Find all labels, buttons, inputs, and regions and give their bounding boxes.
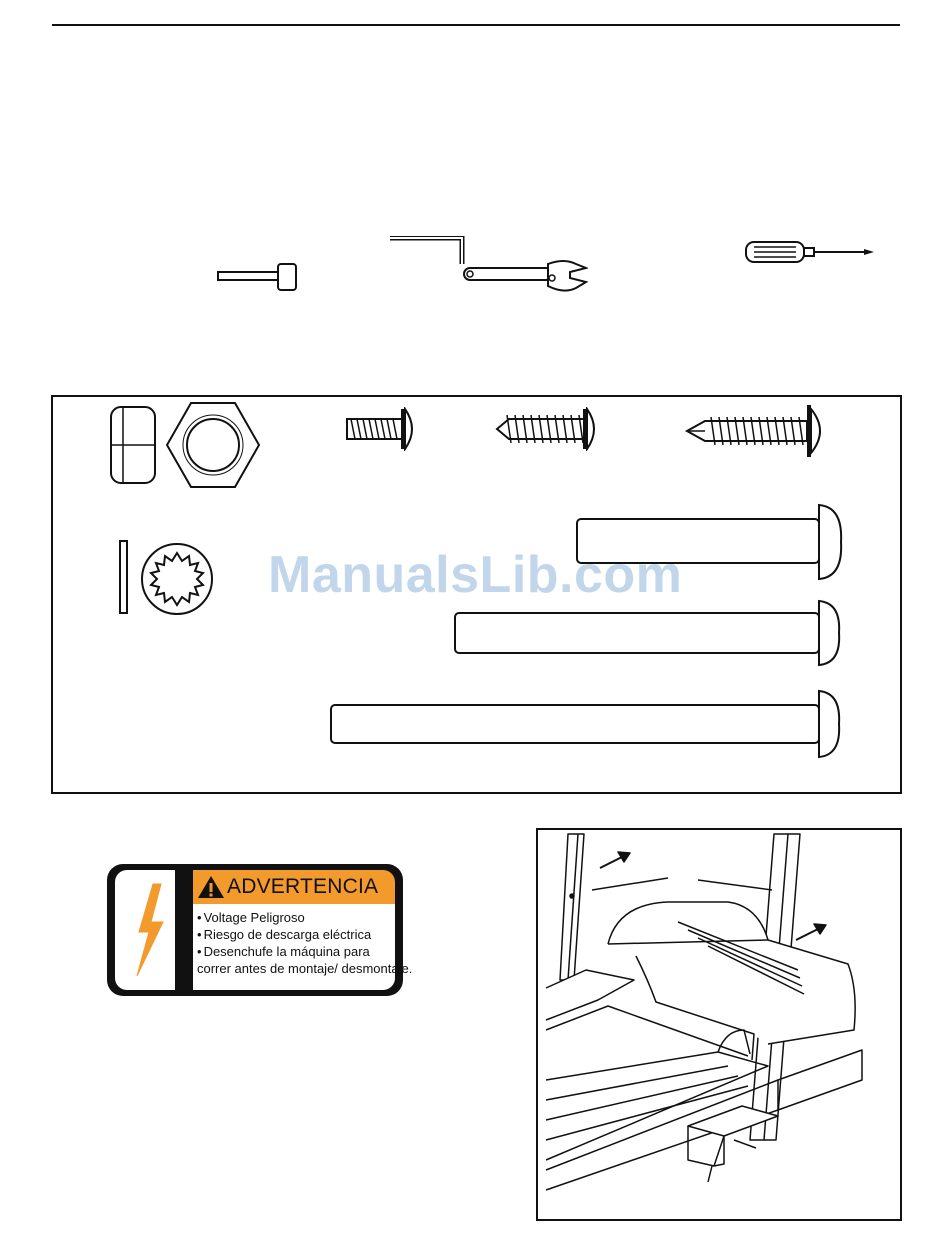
nut-side-icon	[109, 405, 157, 485]
hex-key-icon	[388, 236, 468, 266]
lightning-bolt-icon	[115, 870, 175, 990]
warning-title: ADVERTENCIA	[227, 875, 378, 899]
warning-decal-left-panel	[115, 870, 175, 990]
self-drilling-screw-icon	[683, 401, 833, 461]
warning-decal: ADVERTENCIA Voltage Peligroso Riesgo de …	[107, 864, 403, 996]
wrench-icon	[460, 258, 588, 294]
warning-text: Voltage Peligroso Riesgo de descarga elé…	[193, 904, 395, 990]
warning-triangle-icon	[197, 874, 225, 900]
bolt-long-icon	[327, 687, 843, 761]
star-washer-icon	[139, 541, 215, 617]
machine-screw-icon	[343, 407, 419, 451]
top-rule	[52, 24, 900, 26]
lock-washer-side-icon	[117, 539, 131, 615]
warning-decal-header: ADVERTENCIA	[193, 870, 395, 904]
warning-line: correr antes de montaje/ desmontaje.	[197, 960, 395, 977]
sheet-metal-screw-icon	[493, 407, 603, 451]
bolt-medium-icon	[451, 597, 843, 669]
nut-front-icon	[165, 401, 261, 489]
warning-line: Desenchufe la máquina para	[197, 943, 395, 960]
warning-decal-divider	[175, 870, 191, 990]
mallet-icon	[216, 262, 298, 292]
tools-row	[0, 220, 950, 310]
treadmill-illustration	[538, 830, 900, 1219]
warning-line: Riesgo de descarga eléctrica	[197, 926, 395, 943]
screwdriver-icon	[744, 240, 876, 264]
warning-line: Voltage Peligroso	[197, 909, 395, 926]
assembly-figure	[536, 828, 902, 1221]
watermark: ManualsLib.com	[268, 545, 682, 605]
